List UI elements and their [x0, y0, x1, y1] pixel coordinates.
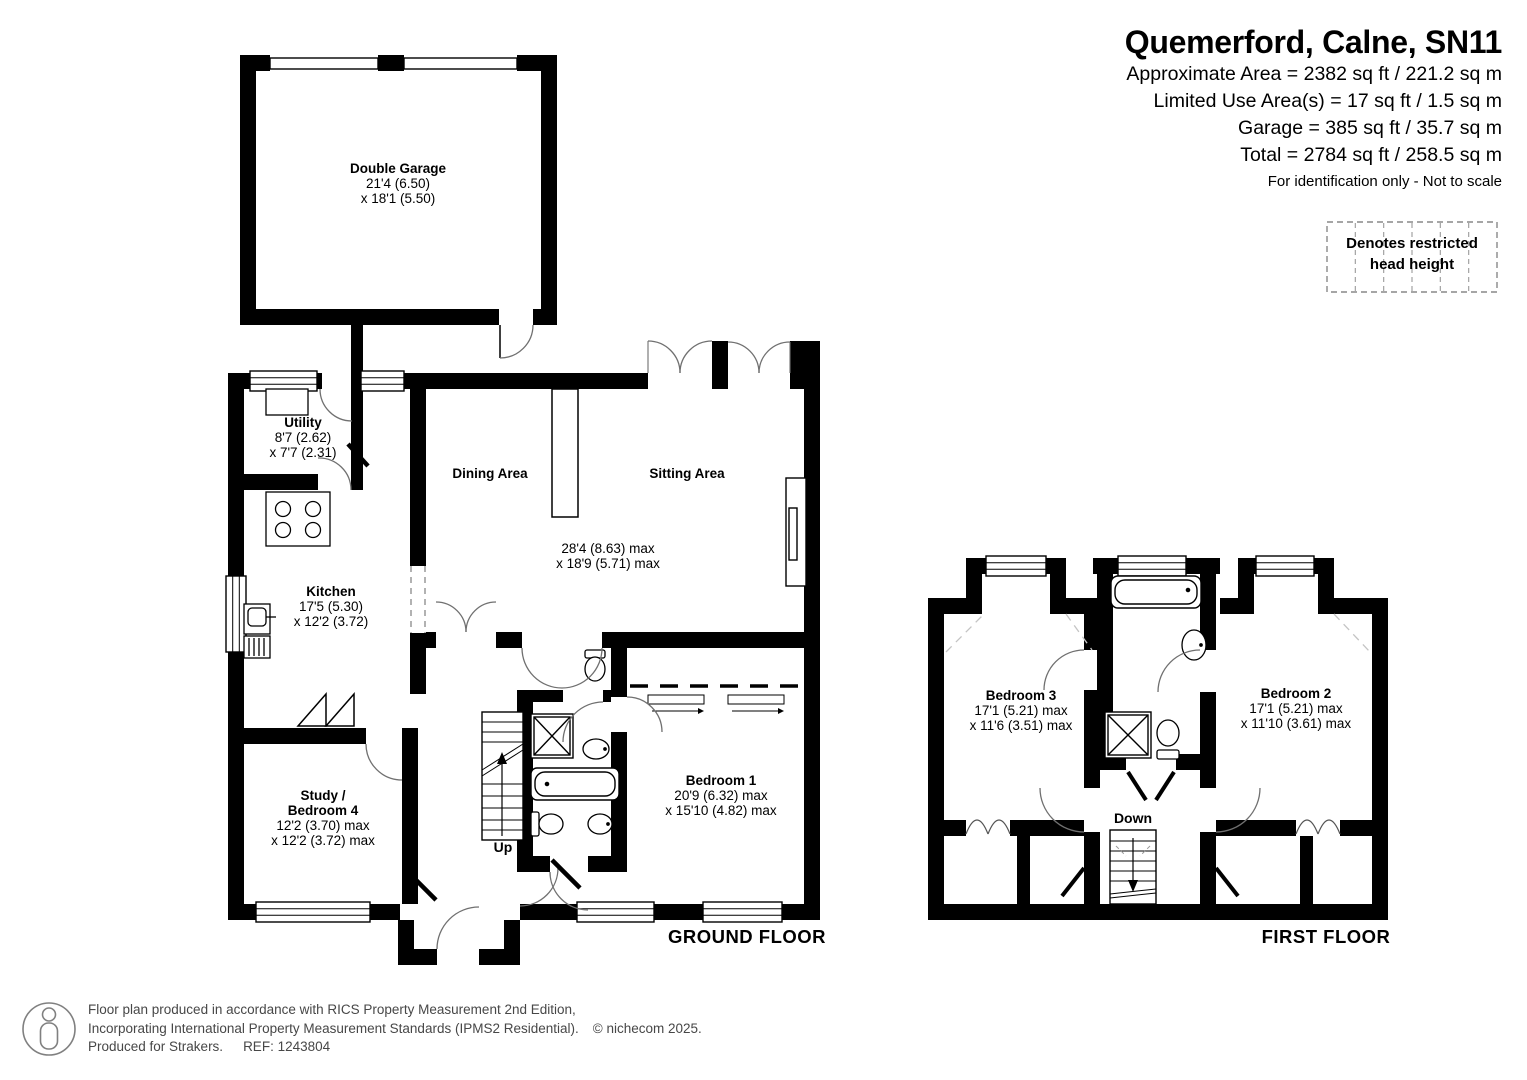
- first-floor-door-leaves: [1060, 770, 1240, 898]
- ground-floor-walls: [228, 341, 820, 965]
- ground-floor-label: GROUND FLOOR: [667, 926, 827, 947]
- room-label-study: Study / Bedroom 4 12'2 (3.70) max x 12'2…: [271, 788, 375, 849]
- basin2-icon: [587, 813, 613, 835]
- stove-icon: [265, 491, 331, 547]
- ground-floor-windows: [225, 370, 783, 923]
- shower-icon: [530, 713, 574, 759]
- area-line-total: Total = 2784 sq ft / 258.5 sq m: [1240, 144, 1502, 166]
- bathtub2-icon: [1110, 575, 1202, 609]
- basin3-icon: [1181, 629, 1207, 661]
- kitchen-sink-icon: [243, 603, 276, 659]
- first-floor-windows: [985, 555, 1315, 577]
- stairs-down-label: Down: [1113, 810, 1153, 826]
- person-icon: [22, 1002, 76, 1056]
- room-label-garage: Double Garage 21'4 (6.50) x 18'1 (5.50): [349, 161, 447, 207]
- garage-outline: [240, 55, 557, 389]
- room-label-bedroom1: Bedroom 1 20'9 (6.32) max x 15'10 (4.82)…: [665, 773, 777, 819]
- first-floor-label: FIRST FLOOR: [1261, 926, 1391, 947]
- chimney-breast: [551, 388, 579, 518]
- footer-line2: Incorporating International Property Mea…: [88, 1020, 702, 1036]
- room-label-bedroom3: Bedroom 3 17'1 (5.21) max x 11'6 (3.51) …: [969, 688, 1073, 734]
- legend-box: [1326, 221, 1498, 293]
- kitchen-bifold-doors: [296, 692, 355, 727]
- toilet2-icon: [1156, 719, 1180, 760]
- stairs-up: [481, 711, 524, 841]
- room-label-sitting: Sitting Area: [649, 466, 725, 481]
- area-line-limited-use: Limited Use Area(s) = 17 sq ft / 1.5 sq …: [1153, 90, 1502, 112]
- footer-disclaimer: Floor plan produced in accordance with R…: [88, 1001, 702, 1057]
- footer-line1: Floor plan produced in accordance with R…: [88, 1002, 576, 1017]
- area-line-approximate: Approximate Area = 2382 sq ft / 221.2 sq…: [1126, 63, 1502, 85]
- basin-icon: [582, 738, 610, 760]
- eaves-opening-symbols: [965, 819, 1341, 835]
- stairs-up-label: Up: [493, 839, 513, 855]
- garage-rear-door: [499, 324, 534, 359]
- room-label-dining: Dining Area: [452, 466, 528, 481]
- ground-floor-door-arcs: [317, 340, 791, 950]
- footer-line3: Produced for Strakers.REF: 1243804: [88, 1039, 331, 1055]
- first-floor-door-arcs: [1039, 649, 1261, 833]
- scale-note: For identification only - Not to scale: [1267, 173, 1502, 190]
- room-label-utility: Utility 8'7 (2.62) x 7'7 (2.31): [269, 415, 337, 461]
- ground-floor-door-leaves: [346, 442, 582, 902]
- legend-label: Denotes restricted head height: [1346, 235, 1478, 273]
- kitchen-open-plan-dashes: [410, 566, 426, 633]
- first-floor-window-panes: [986, 562, 1314, 570]
- ground-floor-window-panes: [232, 377, 782, 916]
- title-block: Quemerford, Calne, SN11 Approximate Area…: [1124, 24, 1503, 190]
- stairs-down: [1109, 829, 1157, 905]
- wc-toilet-icon: [584, 649, 606, 682]
- shower2-icon: [1104, 711, 1152, 759]
- footer-copyright: © nichecom 2025.: [592, 1020, 702, 1036]
- footer-ref: REF: 1243804: [243, 1039, 331, 1055]
- garage-doors: [269, 57, 518, 70]
- page-title: Quemerford, Calne, SN11: [1124, 24, 1503, 60]
- room-label-kitchen: Kitchen 17'5 (5.30) x 12'2 (3.72): [293, 584, 369, 630]
- room-label-bedroom2: Bedroom 2 17'1 (5.21) max x 11'10 (3.61)…: [1240, 686, 1352, 732]
- fireplace: [785, 477, 807, 587]
- area-line-garage: Garage = 385 sq ft / 35.7 sq m: [1238, 117, 1502, 139]
- first-floor-walls: [928, 558, 1388, 920]
- toilet-icon: [530, 811, 564, 837]
- wardrobe-symbols: [630, 684, 806, 714]
- open-plan-dimensions: 28'4 (8.63) max x 18'9 (5.71) max: [556, 541, 660, 572]
- utility-worktop: [265, 388, 309, 416]
- bathtub-icon: [530, 767, 620, 801]
- restricted-height-dashes: [945, 613, 1371, 653]
